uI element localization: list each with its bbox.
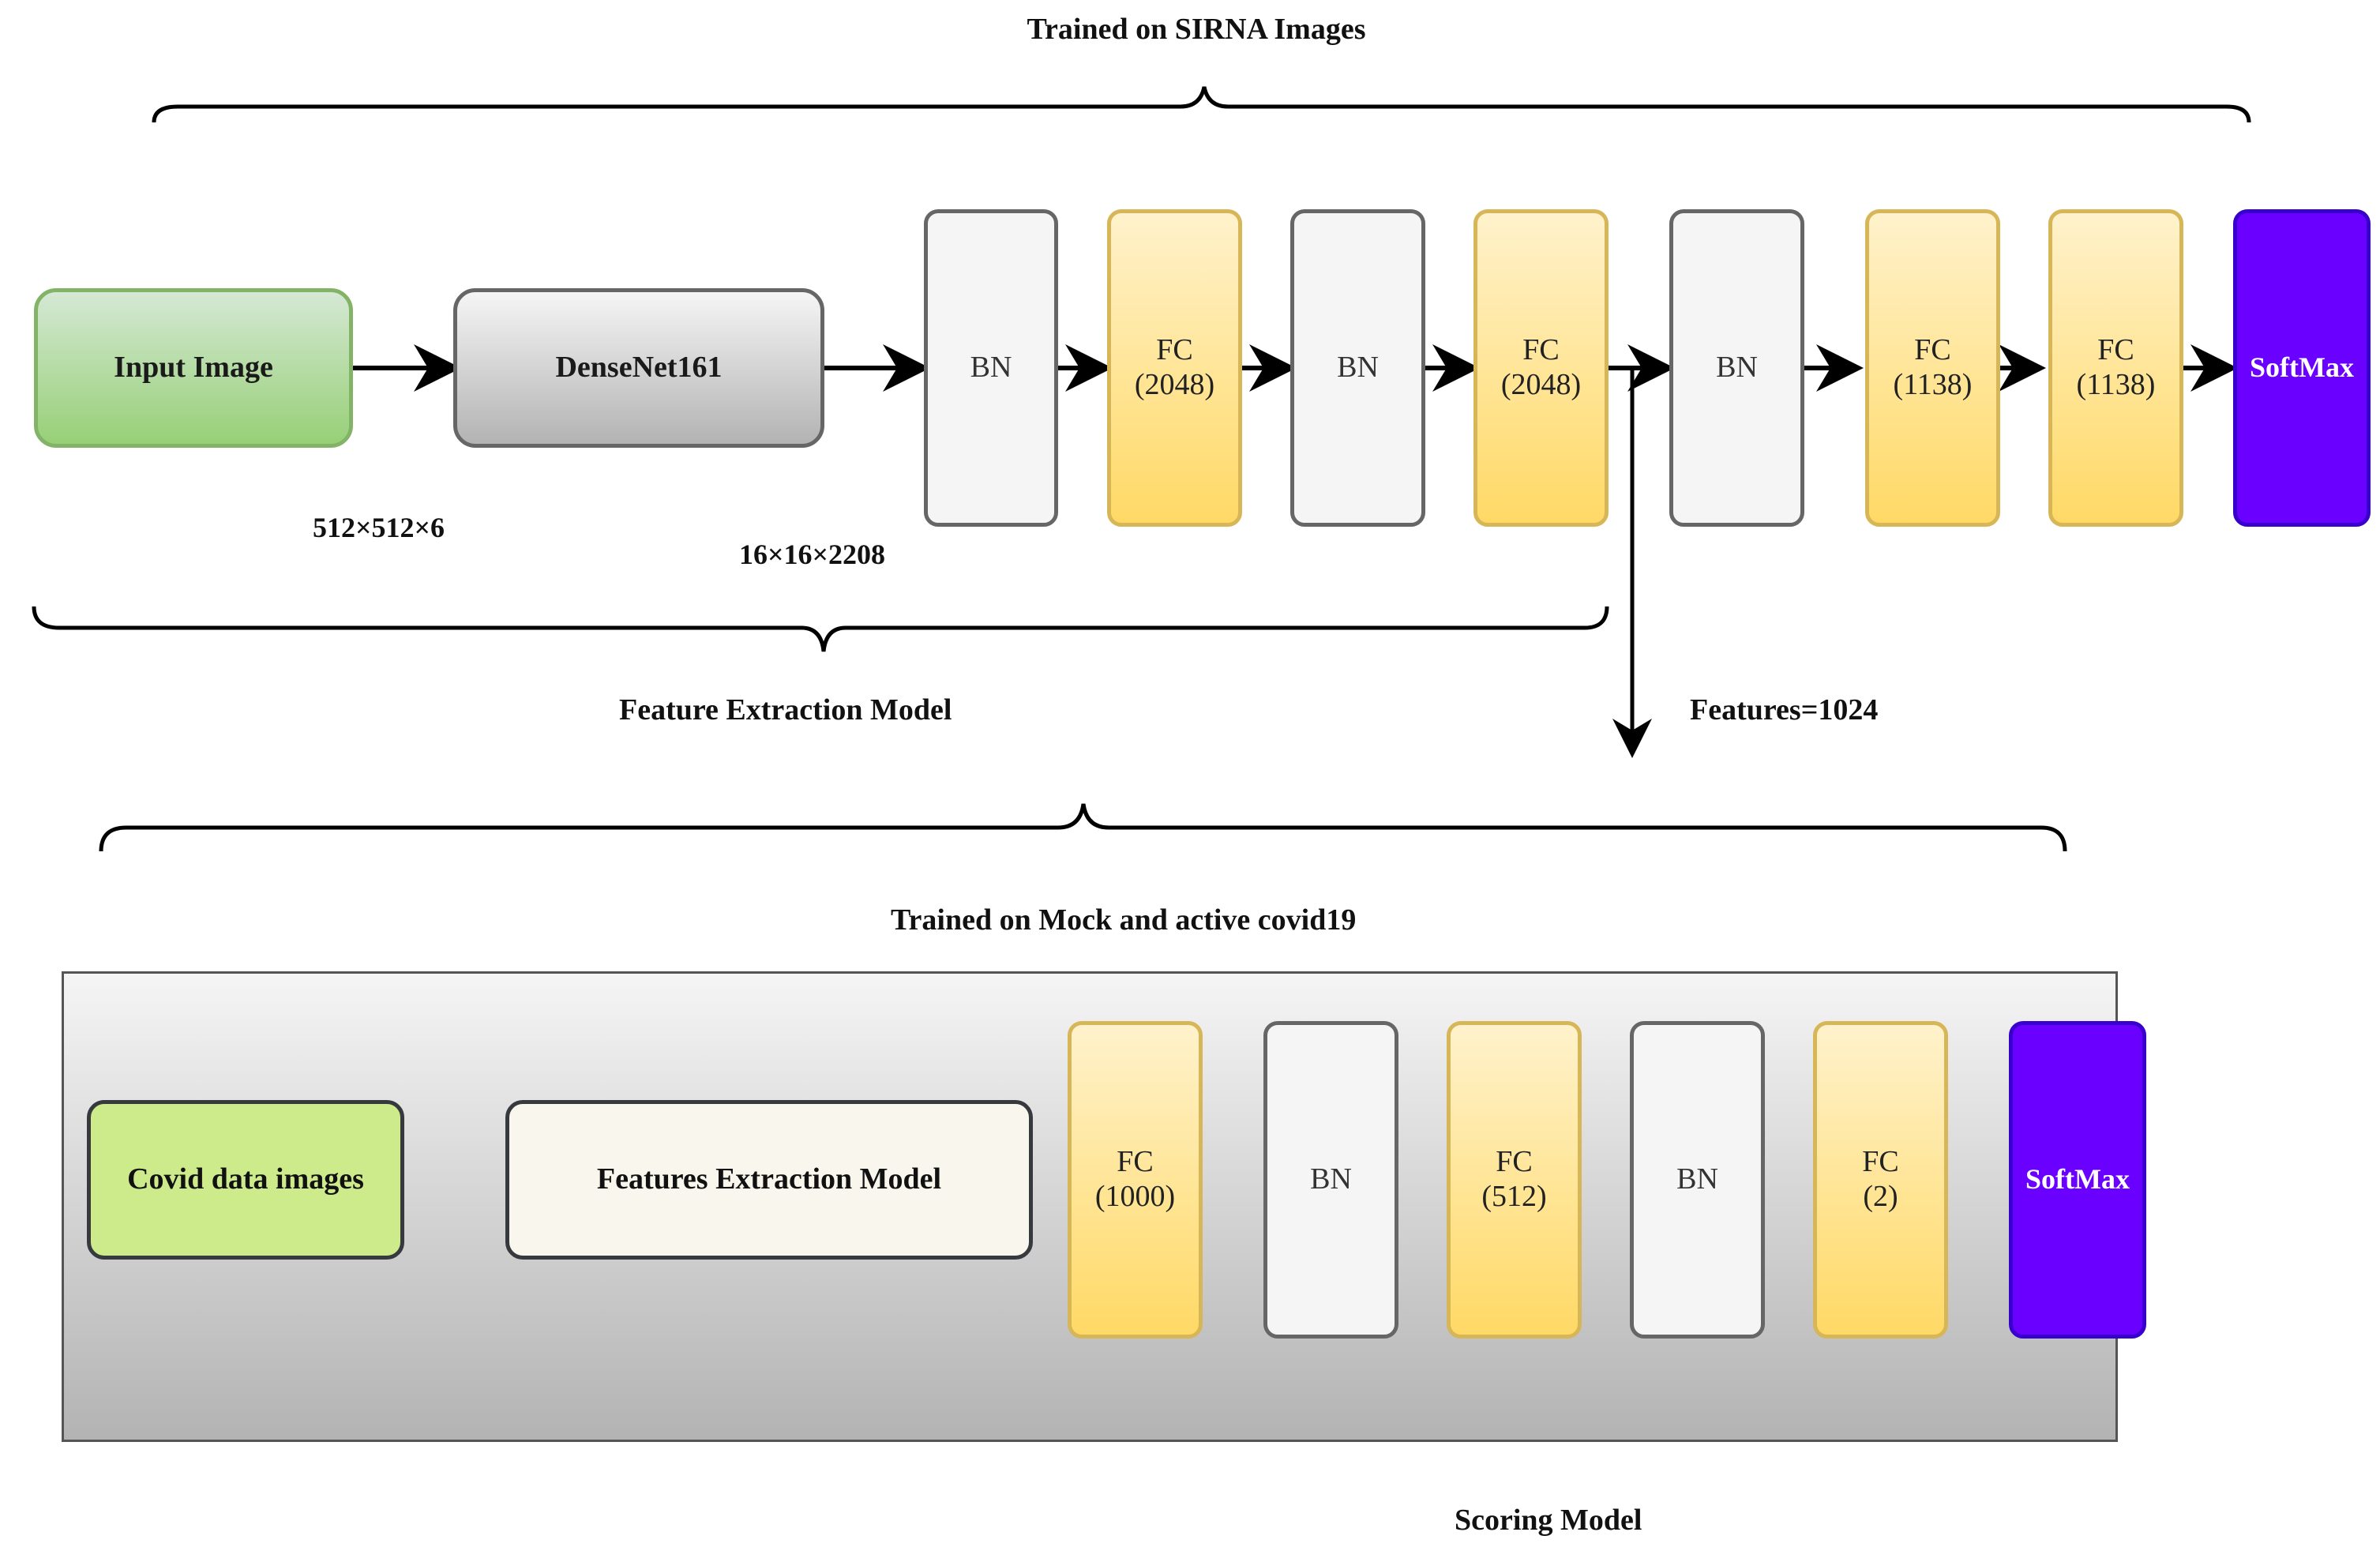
features-extraction-label: Features Extraction Model — [596, 1162, 942, 1196]
bottom-block-2-line1: BN — [1310, 1162, 1352, 1196]
bottom-block-3-line2: (512) — [1481, 1180, 1547, 1213]
top-block-4: FC(2048) — [1473, 209, 1609, 527]
top-softmax-label: SoftMax — [2250, 351, 2354, 384]
bottom-softmax-label: SoftMax — [2025, 1163, 2130, 1196]
bottom-title: Trained on Mock and active covid19 — [891, 903, 1357, 937]
features-extraction-node: Features Extraction Model — [505, 1100, 1033, 1260]
top-block-3-line1: BN — [1337, 351, 1379, 385]
top-block-2-line2: (2048) — [1134, 368, 1215, 401]
top-block-2: FC(2048) — [1107, 209, 1242, 527]
top-block-6-line2: (1138) — [1893, 368, 1973, 401]
top-title: Trained on SIRNA Images — [1027, 13, 1366, 46]
top-block-3: BN — [1290, 209, 1425, 527]
feature-extraction-brace — [32, 606, 1609, 652]
top-block-6-line1: FC — [1914, 333, 1951, 367]
densenet-label: DenseNet161 — [555, 351, 723, 385]
top-block-6: FC(1138) — [1865, 209, 2000, 527]
input-image-node: Input Image — [34, 288, 353, 448]
top-block-7: FC(1138) — [2048, 209, 2183, 527]
bottom-block-2: BN — [1263, 1021, 1398, 1339]
bottom-block-1: FC(1000) — [1068, 1021, 1203, 1339]
top-brace — [152, 86, 2251, 123]
bottom-block-5-line2: (2) — [1863, 1180, 1898, 1213]
bottom-block-1-line2: (1000) — [1094, 1180, 1176, 1213]
input-image-label: Input Image — [114, 351, 273, 385]
top-block-5: BN — [1669, 209, 1804, 527]
feature-extraction-label: Feature Extraction Model — [619, 693, 952, 727]
top-block-2-line1: FC — [1156, 333, 1193, 367]
top-softmax: SoftMax — [2233, 209, 2371, 527]
bottom-block-3: FC(512) — [1447, 1021, 1582, 1339]
top-block-1-line1: BN — [970, 351, 1012, 385]
top-block-4-line1: FC — [1522, 333, 1560, 367]
bottom-block-1-line1: FC — [1117, 1145, 1154, 1179]
bottom-block-5-line1: FC — [1862, 1145, 1899, 1179]
top-block-7-line2: (1138) — [2076, 368, 2156, 401]
covid-data-label: Covid data images — [127, 1162, 364, 1196]
densenet-node: DenseNet161 — [453, 288, 824, 448]
top-block-4-line2: (2048) — [1500, 368, 1582, 401]
scoring-model-label: Scoring Model — [1455, 1504, 1642, 1537]
bottom-block-4-line1: BN — [1676, 1162, 1718, 1196]
top-block-1: BN — [924, 209, 1058, 527]
bottom-block-3-line1: FC — [1496, 1145, 1533, 1179]
bottom-block-5: FC(2) — [1813, 1021, 1948, 1339]
top-block-7-line1: FC — [2097, 333, 2134, 367]
features-count-label: Features=1024 — [1690, 693, 1879, 727]
top-block-5-line1: BN — [1716, 351, 1758, 385]
input-dim-label: 512×512×6 — [313, 512, 445, 543]
bottom-block-4: BN — [1630, 1021, 1765, 1339]
backbone-dim-label: 16×16×2208 — [739, 539, 886, 570]
bottom-softmax: SoftMax — [2009, 1021, 2146, 1339]
covid-data-node: Covid data images — [87, 1100, 404, 1260]
bottom-brace — [99, 803, 2067, 852]
